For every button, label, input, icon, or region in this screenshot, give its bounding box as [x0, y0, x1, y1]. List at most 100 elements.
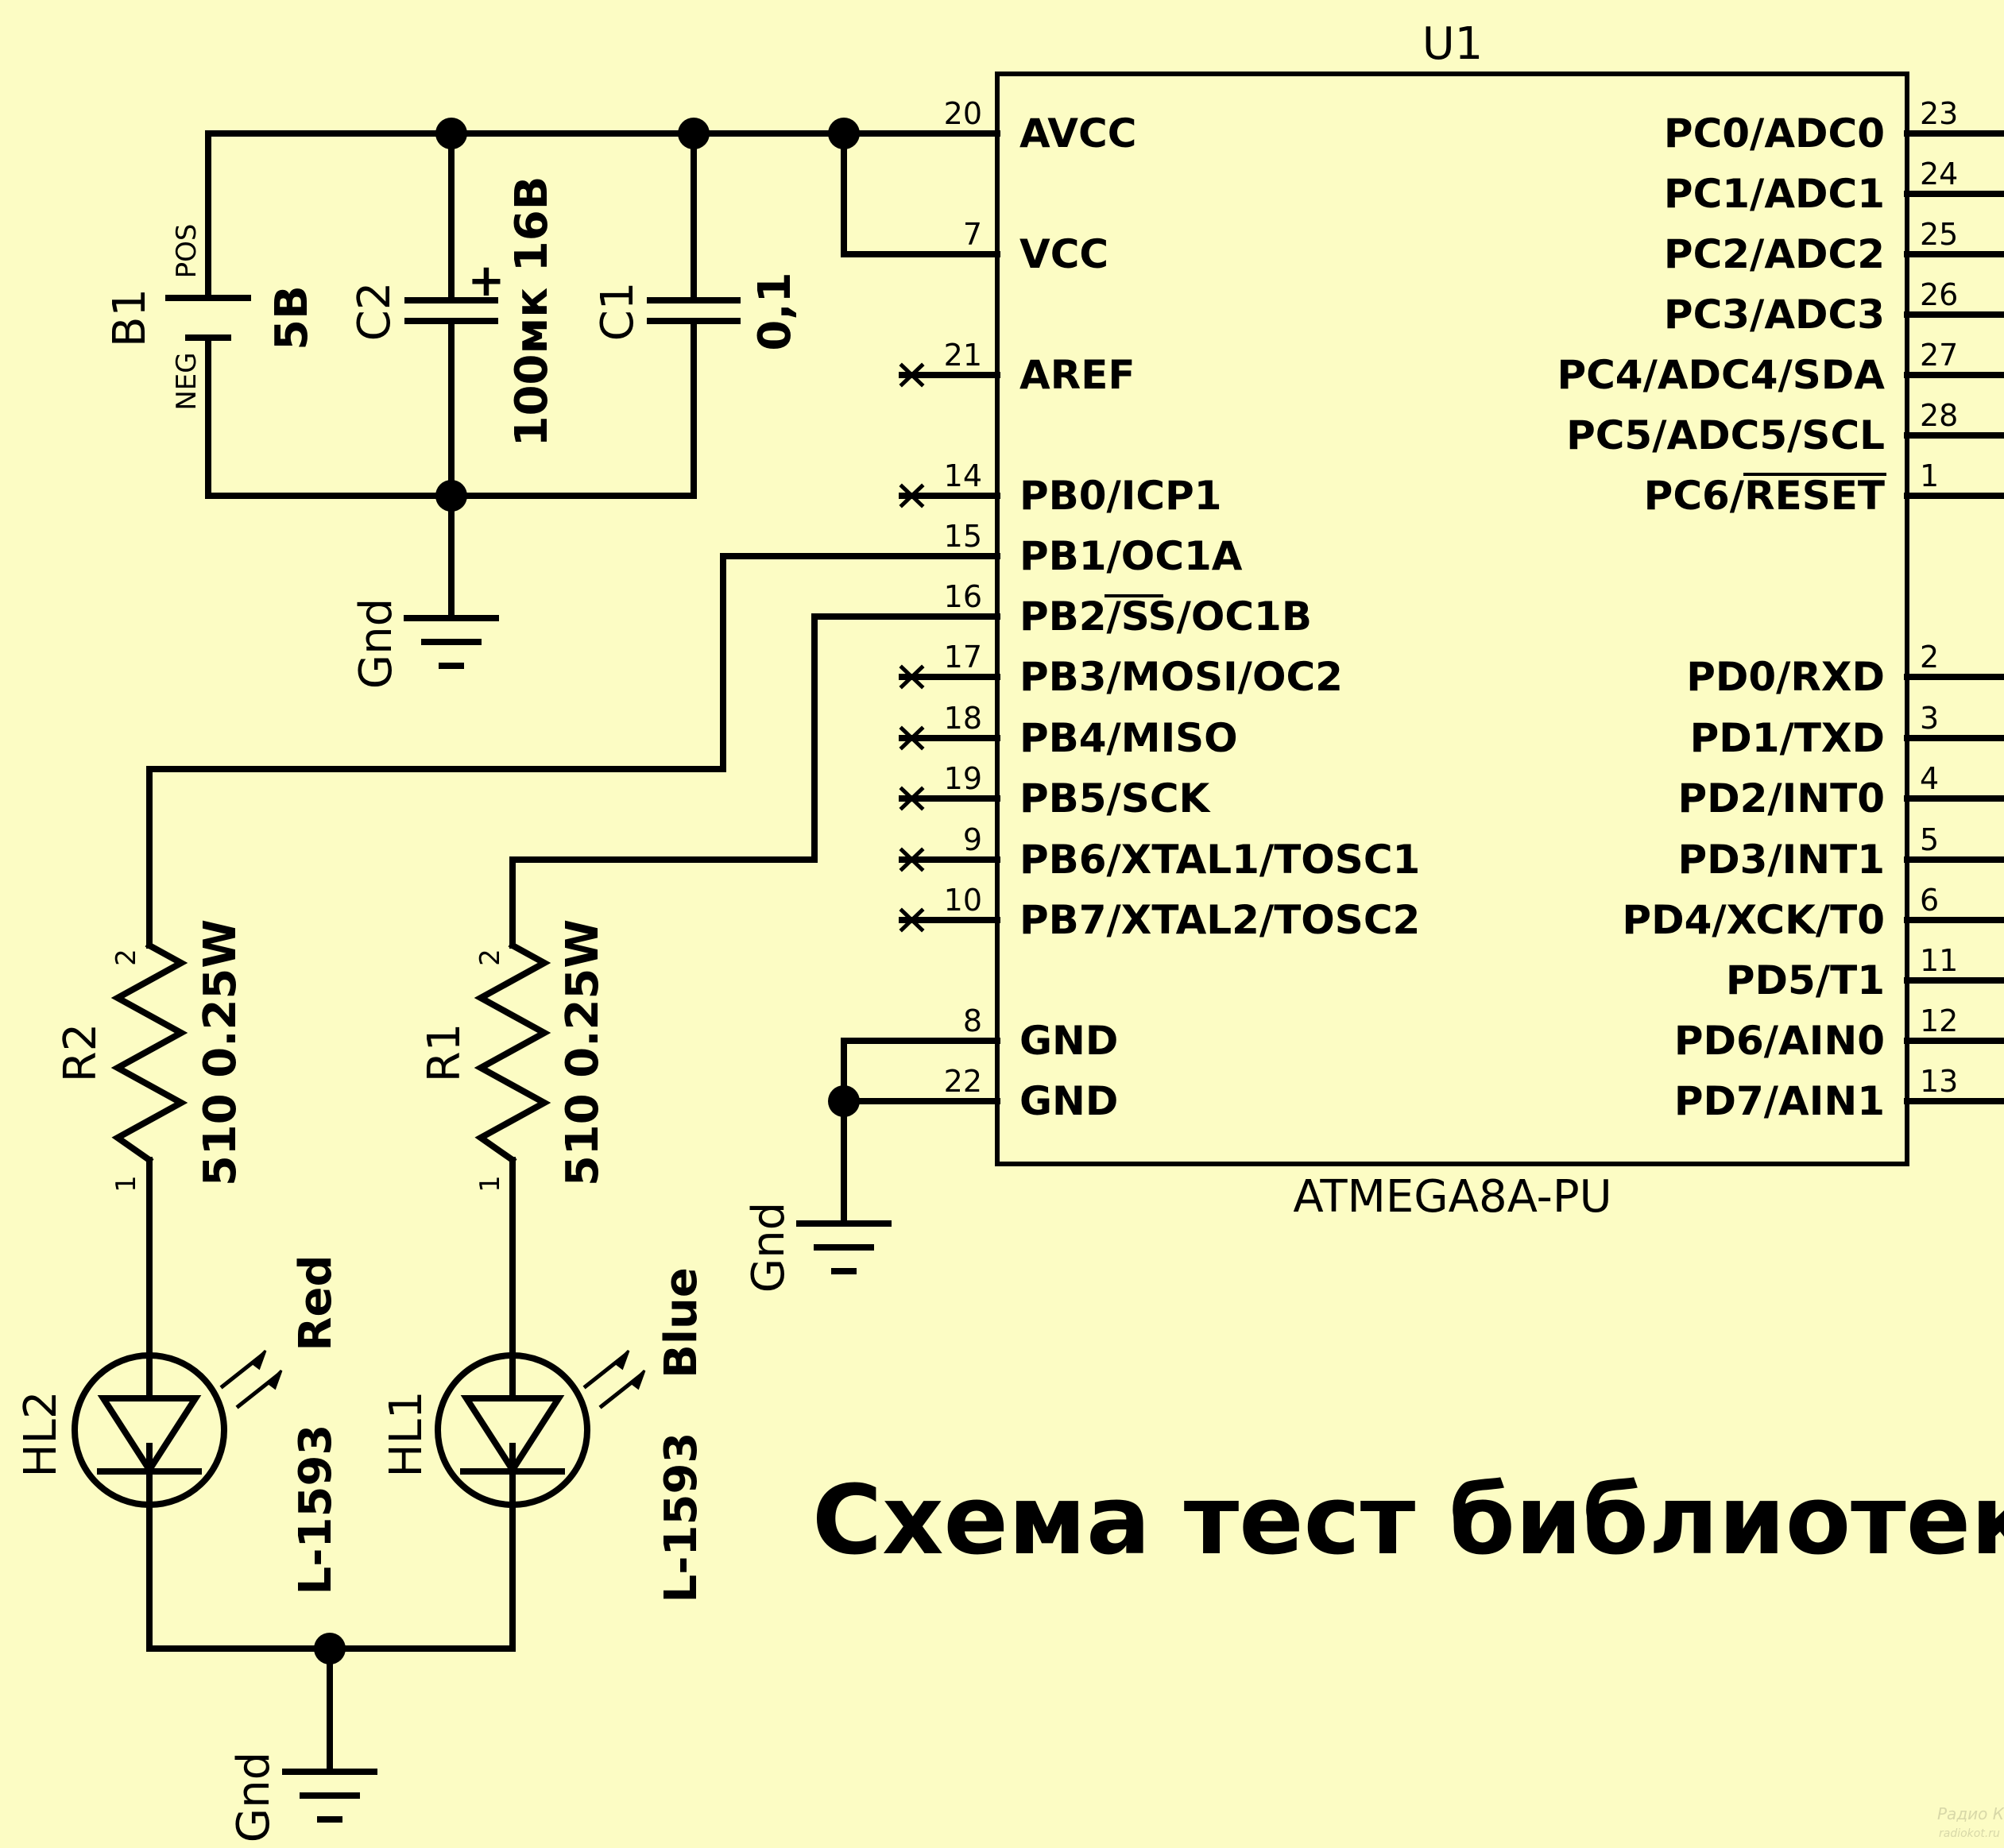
- hl2-color: Red: [290, 1255, 342, 1351]
- r2-value: 510 0.25W: [195, 919, 246, 1186]
- chip-pin-number: 14: [944, 458, 982, 493]
- c1-value: 0,1: [749, 272, 801, 350]
- hl2-part: L-1593: [290, 1425, 342, 1595]
- chip-pin-number: 6: [1920, 883, 1939, 918]
- chip-pin-number: 9: [963, 822, 982, 857]
- chip-pin-number: 21: [944, 338, 982, 373]
- chip-pin-name: GND: [1019, 1078, 1118, 1124]
- chip-part: ATMEGA8A-PU: [1293, 1171, 1611, 1223]
- chip-pin-number: 2: [1920, 640, 1939, 675]
- chip-pin-name: PD4/XCK/T0: [1622, 897, 1885, 943]
- chip-pin-name: PD7/AIN1: [1674, 1078, 1885, 1124]
- chip-pin-number: 23: [1920, 96, 1958, 131]
- hl1-part: L-1593: [656, 1432, 707, 1603]
- chip-pin-name: PB0/ICP1: [1019, 473, 1222, 519]
- power-wires: [205, 130, 905, 619]
- chip-pin-number: 4: [1920, 761, 1939, 796]
- chip-pin-name: AVCC: [1019, 110, 1136, 157]
- capacitor-c1: [647, 297, 741, 324]
- chip-pin-name: PD3/INT1: [1677, 837, 1885, 883]
- resistor-r2: [110, 941, 188, 1165]
- ground-symbol-power: [404, 615, 499, 669]
- chip-pin-name: PB7/XTAL2/TOSC2: [1019, 897, 1420, 943]
- no-connect-markers: [899, 362, 925, 933]
- chip-pin-name: AREF: [1019, 352, 1135, 398]
- gnd-label-led: Gnd: [228, 1752, 280, 1842]
- chip-pin-number: 10: [944, 883, 982, 918]
- chip-pin-name: PD1/TXD: [1690, 715, 1885, 761]
- led-hl2: [72, 1349, 283, 1509]
- chip-pin-name: PC2/ADC2: [1664, 231, 1885, 277]
- watermark-url: radiokot.ru: [1939, 1827, 2000, 1840]
- chip-left-pin-labels: AVCC20VCC7AREF21PB0/ICP114PB1/OC1A15PB2/…: [944, 96, 1421, 1124]
- capacitor-c2: [404, 297, 498, 324]
- gnd-label-chip: Gnd: [743, 1202, 795, 1293]
- chip-pin-number: 3: [1920, 701, 1939, 736]
- r1-ref: R1: [419, 1023, 470, 1083]
- c2-value: 100мк 16B: [506, 176, 558, 447]
- chip-pin-name: PC5/ADC5/SCL: [1566, 412, 1885, 458]
- chip-pin-name: PB5/SCK: [1019, 775, 1212, 822]
- chip-pin-number: 20: [944, 96, 982, 131]
- chip-gnd-wires: [796, 1038, 905, 1274]
- r2-pin1: 1: [110, 1175, 142, 1193]
- chip-right-pins: [1904, 130, 2004, 1104]
- chip-pin-name: PC3/ADC3: [1664, 292, 1885, 338]
- chip-pin-number: 24: [1920, 157, 1958, 191]
- c2-ref: C2: [349, 282, 400, 342]
- chip-pin-name: PC6/RESET: [1644, 473, 1885, 519]
- junction-dots: [314, 118, 860, 1664]
- c2-polarity: +: [468, 255, 505, 307]
- hl2-ref: HL2: [15, 1391, 67, 1478]
- chip-pin-number: 13: [1920, 1064, 1958, 1099]
- resistor-r1: [474, 941, 551, 1165]
- r2-pin2: 2: [110, 949, 142, 966]
- chip-pin-name: PD6/AIN0: [1674, 1018, 1885, 1064]
- chip-pin-name: PC0/ADC0: [1664, 110, 1885, 157]
- chip-pin-number: 26: [1920, 277, 1958, 312]
- r1-pin2: 2: [474, 949, 506, 966]
- hl1-color: Blue: [656, 1267, 707, 1378]
- chip-pin-name: PB3/MOSI/OC2: [1019, 654, 1343, 700]
- chip-pin-name: PD5/T1: [1726, 957, 1885, 1003]
- chip-pin-number: 17: [944, 640, 982, 675]
- chip-pin-name: PD0/RXD: [1686, 654, 1885, 700]
- chip-pin-name: PB2/SS/OC1B: [1019, 593, 1312, 640]
- led-wires: [146, 553, 905, 1775]
- c1-ref: C1: [592, 282, 644, 342]
- chip-pin-name: PC4/ADC4/SDA: [1557, 352, 1885, 398]
- chip-pin-number: 11: [1920, 943, 1958, 978]
- chip-pin-number: 12: [1920, 1003, 1958, 1038]
- chip-pin-number: 15: [944, 519, 982, 554]
- chip-pin-number: 19: [944, 761, 982, 796]
- r1-value: 510 0.25W: [557, 919, 609, 1186]
- battery-value: 5B: [266, 285, 318, 350]
- r2-ref: R2: [55, 1023, 106, 1083]
- chip-pin-number: 8: [963, 1003, 982, 1038]
- battery-b1: [165, 295, 251, 341]
- watermark-logo: Радио КОТ: [1937, 1804, 2004, 1823]
- chip-pin-name: GND: [1019, 1018, 1118, 1064]
- chip-pin-number: 27: [1920, 338, 1958, 373]
- hl1-ref: HL1: [381, 1391, 432, 1478]
- chip-pin-number: 5: [1920, 822, 1939, 857]
- chip-pin-number: 25: [1920, 217, 1958, 252]
- chip-pin-number: 28: [1920, 398, 1958, 433]
- chip-pin-number: 22: [944, 1064, 982, 1099]
- chip-pin-number: 16: [944, 579, 982, 614]
- chip-pin-number: 1: [1920, 458, 1939, 493]
- chip-pin-name: PC1/ADC1: [1664, 171, 1885, 217]
- chip-pin-name: VCC: [1019, 231, 1108, 277]
- r1-pin1: 1: [474, 1175, 506, 1193]
- battery-pos-label: POS: [171, 224, 203, 279]
- chip-pin-name: PB4/MISO: [1019, 715, 1238, 761]
- chip-pin-number: 18: [944, 701, 982, 736]
- chip-pin-name: PB1/OC1A: [1019, 533, 1243, 579]
- battery-ref: B1: [104, 288, 156, 347]
- gnd-label-power: Gnd: [350, 598, 402, 689]
- chip-pin-name: PD2/INT0: [1677, 775, 1885, 822]
- chip-pin-name: PB6/XTAL1/TOSC1: [1019, 837, 1420, 883]
- battery-neg-label: NEG: [171, 352, 203, 410]
